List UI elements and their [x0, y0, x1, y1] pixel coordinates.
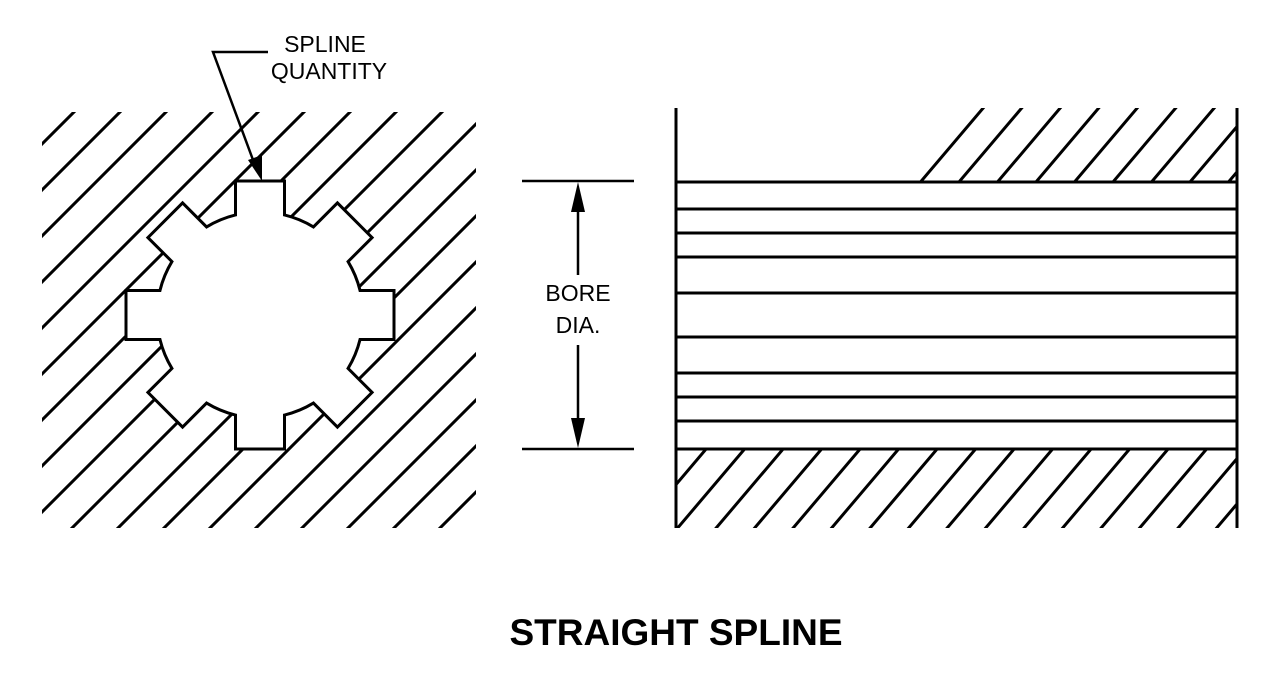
hatch-line [868, 449, 940, 528]
dimension-label-line1: BORE [545, 280, 610, 306]
end-view-section [42, 80, 1288, 560]
hatch-line [1034, 108, 1101, 182]
hatch-line [42, 112, 169, 239]
hatch-line [676, 449, 747, 528]
hatch-line [1149, 108, 1217, 182]
arrow-down-icon [571, 418, 585, 448]
leader-line [211, 50, 268, 169]
diagram-title: STRAIGHT SPLINE [509, 612, 842, 653]
hatch-line [985, 100, 1288, 560]
leader-label-line1: SPLINE [284, 31, 366, 57]
hatch-line [1188, 124, 1237, 182]
hatch-line [1176, 456, 1237, 528]
spline-bore-profile [124, 179, 396, 451]
hatch-line [345, 397, 476, 528]
arrow-up-icon [571, 182, 585, 212]
hatch-line [1137, 449, 1209, 528]
leader-label-line2: QUANTITY [271, 58, 387, 84]
hatch-line [714, 449, 786, 528]
hatch-line [684, 80, 1164, 560]
section-hatching-top [918, 100, 1288, 560]
hatch-line [1226, 169, 1237, 182]
hatch-line [1216, 100, 1288, 560]
hatch-line [1267, 100, 1288, 560]
hatch-line [253, 305, 476, 528]
hatch-line [437, 489, 476, 528]
arrowhead-icon [248, 155, 262, 181]
hatch-line [1255, 100, 1288, 560]
hatch-line [454, 80, 934, 560]
hatch-line [752, 449, 824, 528]
hatch-line [1101, 100, 1288, 560]
hatch-line [1099, 449, 1171, 528]
bore-diameter-dimension: BORE DIA. [522, 179, 634, 451]
hatch-line [42, 112, 215, 285]
side-view-section [674, 100, 1288, 560]
hatch-line [776, 80, 1256, 560]
dimension-label-line2: DIA. [556, 312, 601, 338]
hatch-line [868, 80, 1288, 560]
hatch-line [822, 80, 1288, 560]
hatch-line [829, 449, 901, 528]
hatch-line [995, 108, 1063, 182]
hatch-line [957, 108, 1024, 182]
hatch-line [1111, 108, 1178, 182]
hatch-line [1178, 100, 1288, 560]
hatch-line [1072, 108, 1140, 182]
hatch-line [391, 443, 476, 528]
hatch-line [1024, 100, 1288, 560]
hatch-line [676, 449, 709, 487]
hatch-line [791, 449, 863, 528]
hatch-line [42, 112, 261, 331]
spline-quantity-leader: SPLINE QUANTITY [211, 31, 387, 181]
hatch-line [906, 449, 978, 528]
hatch-line [1214, 501, 1237, 528]
hatch-line [592, 80, 1072, 560]
hatch-line [42, 112, 123, 193]
hatch-line [945, 449, 1017, 528]
hatch-line [207, 259, 476, 528]
section-hatching-bottom [676, 100, 1288, 560]
hatch-line [1022, 449, 1094, 528]
hatch-line [1060, 449, 1132, 528]
hatch-line [983, 449, 1055, 528]
hatch-line [918, 108, 986, 182]
hatch-line [299, 351, 476, 528]
hatch-line [546, 80, 1026, 560]
spline-groove-lines [676, 180, 1237, 451]
hatch-line [42, 112, 77, 147]
